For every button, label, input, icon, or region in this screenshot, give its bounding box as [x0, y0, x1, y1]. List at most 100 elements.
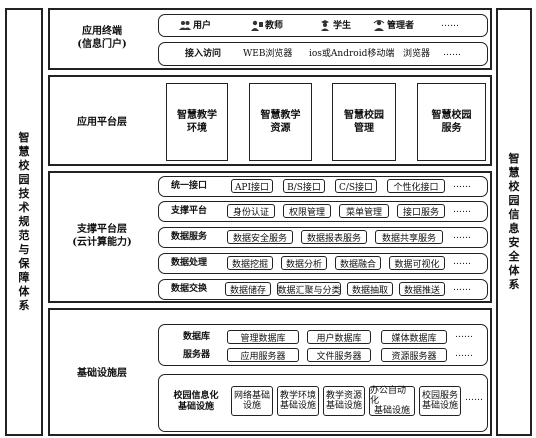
permission-chip: 权限管理	[283, 204, 331, 218]
menu-chip: 菜单管理	[339, 204, 389, 218]
right-char: 园	[508, 194, 520, 207]
data-report-chip: 数据报表服务	[301, 230, 367, 244]
right-security-panel: 智 慧 校 园 信 息 安 全 体 系	[496, 8, 532, 436]
data-storage-chip: 数据储存	[225, 282, 271, 296]
right-char: 息	[508, 222, 520, 235]
data-fusion-chip: 数据融合	[335, 256, 381, 270]
left-char: 与	[18, 243, 30, 256]
db-label: 数据库	[183, 332, 211, 342]
support-platform-layer: 支撑平台层 (云计算能力) 统一接口 API接口 B/S接口 C/S接口 个性化…	[48, 171, 492, 303]
media-db-chip: 媒体数据库	[381, 330, 447, 344]
right-char: 信	[508, 208, 520, 221]
row-label: 数据处理	[171, 258, 208, 268]
data-analysis-chip: 数据分析	[281, 256, 327, 270]
access-web: WEB浏览器	[243, 49, 293, 59]
bs-interface-chip: B/S接口	[283, 179, 325, 193]
user-db-chip: 用户数据库	[307, 330, 371, 344]
infrastructure-layer: 基础设施层 数据库 管理数据库 用户数据库 媒体数据库 …… 服务器 应用服务器…	[48, 308, 492, 436]
network-facility-chip: 网络基础 设施	[231, 386, 273, 416]
left-char: 保	[18, 257, 30, 270]
role-teacher: 教师	[251, 20, 283, 32]
role-users: 用户	[179, 20, 211, 32]
row-data-processing: 数据处理 数据挖掘 数据分析 数据融合 数据可视化 ……	[158, 253, 488, 274]
row-label: 支撑平台	[171, 206, 208, 216]
app-server-chip: 应用服务器	[227, 348, 299, 362]
custom-interface-chip: 个性化接口	[387, 179, 445, 193]
right-char: 安	[508, 236, 520, 249]
data-visualization-chip: 数据可视化	[389, 256, 445, 270]
left-standards-panel: 智 慧 校 园 技 术 规 范 与 保 障 体 系	[5, 8, 43, 436]
office-automation-facility-chip: 办公自动化 基础设施	[369, 386, 415, 416]
facility-more: ……	[465, 393, 483, 403]
terminal-layer: 应用终端 (信息门户) 用户 教师 学生 管理者 …… 接入访问 WEB浏览器 …	[48, 8, 492, 70]
left-char: 校	[18, 159, 30, 172]
right-char: 慧	[508, 166, 520, 179]
access-label: 接入访问	[185, 49, 222, 59]
resource-server-chip: 资源服务器	[381, 348, 447, 362]
module-teaching-env: 智慧教学 环境	[166, 83, 228, 161]
management-db-chip: 管理数据库	[227, 330, 299, 344]
teaching-resource-facility-chip: 教学资源 基础设施	[323, 386, 365, 416]
right-char: 体	[508, 264, 520, 277]
db-server-group: 数据库 管理数据库 用户数据库 媒体数据库 …… 服务器 应用服务器 文件服务器…	[158, 324, 488, 366]
server-more: ……	[455, 349, 473, 359]
left-char: 规	[18, 215, 30, 228]
row-more: ……	[453, 231, 471, 241]
module-campus-management: 智慧校园 管理	[332, 83, 396, 161]
role-admin: 管理者	[373, 20, 414, 32]
terminal-layer-title: 应用终端 (信息门户)	[77, 26, 127, 50]
row-more: ……	[453, 180, 471, 190]
data-extraction-chip: 数据抽取	[347, 282, 393, 296]
cs-interface-chip: C/S接口	[335, 179, 377, 193]
file-server-chip: 文件服务器	[307, 348, 371, 362]
row-label: 数据服务	[171, 232, 208, 242]
row-support-platform: 支撑平台 身份认证 权限管理 菜单管理 接口服务 ……	[158, 201, 488, 222]
interface-service-chip: 接口服务	[397, 204, 445, 218]
row-more: ……	[453, 257, 471, 267]
module-campus-service: 智慧校园 服务	[417, 83, 486, 161]
infra-layer-title: 基础设施层	[77, 367, 127, 379]
access-mobile: ios或Android移动端	[309, 49, 395, 59]
left-char: 慧	[18, 145, 30, 158]
teaching-env-facility-chip: 教学环境 基础设施	[277, 386, 319, 416]
left-char: 术	[18, 201, 30, 214]
left-char: 障	[18, 271, 30, 284]
admin-icon	[373, 20, 385, 31]
right-char: 校	[508, 180, 520, 193]
right-char: 智	[508, 152, 520, 165]
row-more: ……	[453, 205, 471, 215]
campus-facilities-group: 校园信息化 基础设施 网络基础 设施 教学环境 基础设施 教学资源 基础设施 办…	[158, 374, 488, 432]
module-teaching-resource: 智慧教学 资源	[249, 83, 312, 161]
user-roles-row: 用户 教师 学生 管理者 ……	[158, 14, 488, 37]
row-label: 数据交换	[171, 284, 208, 294]
access-browser: 浏览器	[403, 49, 431, 59]
roles-more: ……	[441, 19, 459, 29]
api-interface-chip: API接口	[231, 179, 273, 193]
data-share-chip: 数据共享服务	[375, 230, 443, 244]
access-more: ……	[443, 48, 461, 58]
app-layer-title: 应用平台层	[77, 116, 127, 128]
row-data-exchange: 数据交换 数据储存 数据汇聚与分类 数据抽取 数据推送 ……	[158, 279, 488, 300]
row-more: ……	[453, 283, 471, 293]
left-char: 体	[18, 285, 30, 298]
server-label: 服务器	[183, 350, 211, 360]
left-char: 技	[18, 187, 30, 200]
left-char: 系	[18, 299, 30, 312]
access-row: 接入访问 WEB浏览器 ios或Android移动端 浏览器 ……	[158, 42, 488, 66]
row-data-service: 数据服务 数据安全服务 数据报表服务 数据共享服务 ……	[158, 227, 488, 248]
support-layer-title: 支撑平台层 (云计算能力)	[72, 224, 132, 248]
row-label: 统一接口	[171, 181, 208, 191]
left-char: 范	[18, 229, 30, 242]
right-char: 全	[508, 250, 520, 263]
role-student: 学生	[319, 20, 351, 32]
app-platform-layer: 应用平台层 智慧教学 环境 智慧教学 资源 智慧校园 管理 智慧校园 服务	[48, 75, 492, 166]
data-push-chip: 数据推送	[399, 282, 445, 296]
teacher-icon	[251, 20, 263, 31]
facility-label: 校园信息化 基础设施	[173, 391, 219, 412]
data-aggregation-chip: 数据汇聚与分类	[277, 282, 341, 296]
campus-service-facility-chip: 校园服务 基础设施	[419, 386, 461, 416]
db-more: ……	[455, 330, 473, 340]
left-char: 智	[18, 131, 30, 144]
right-char: 系	[508, 278, 520, 291]
student-icon	[321, 20, 329, 31]
